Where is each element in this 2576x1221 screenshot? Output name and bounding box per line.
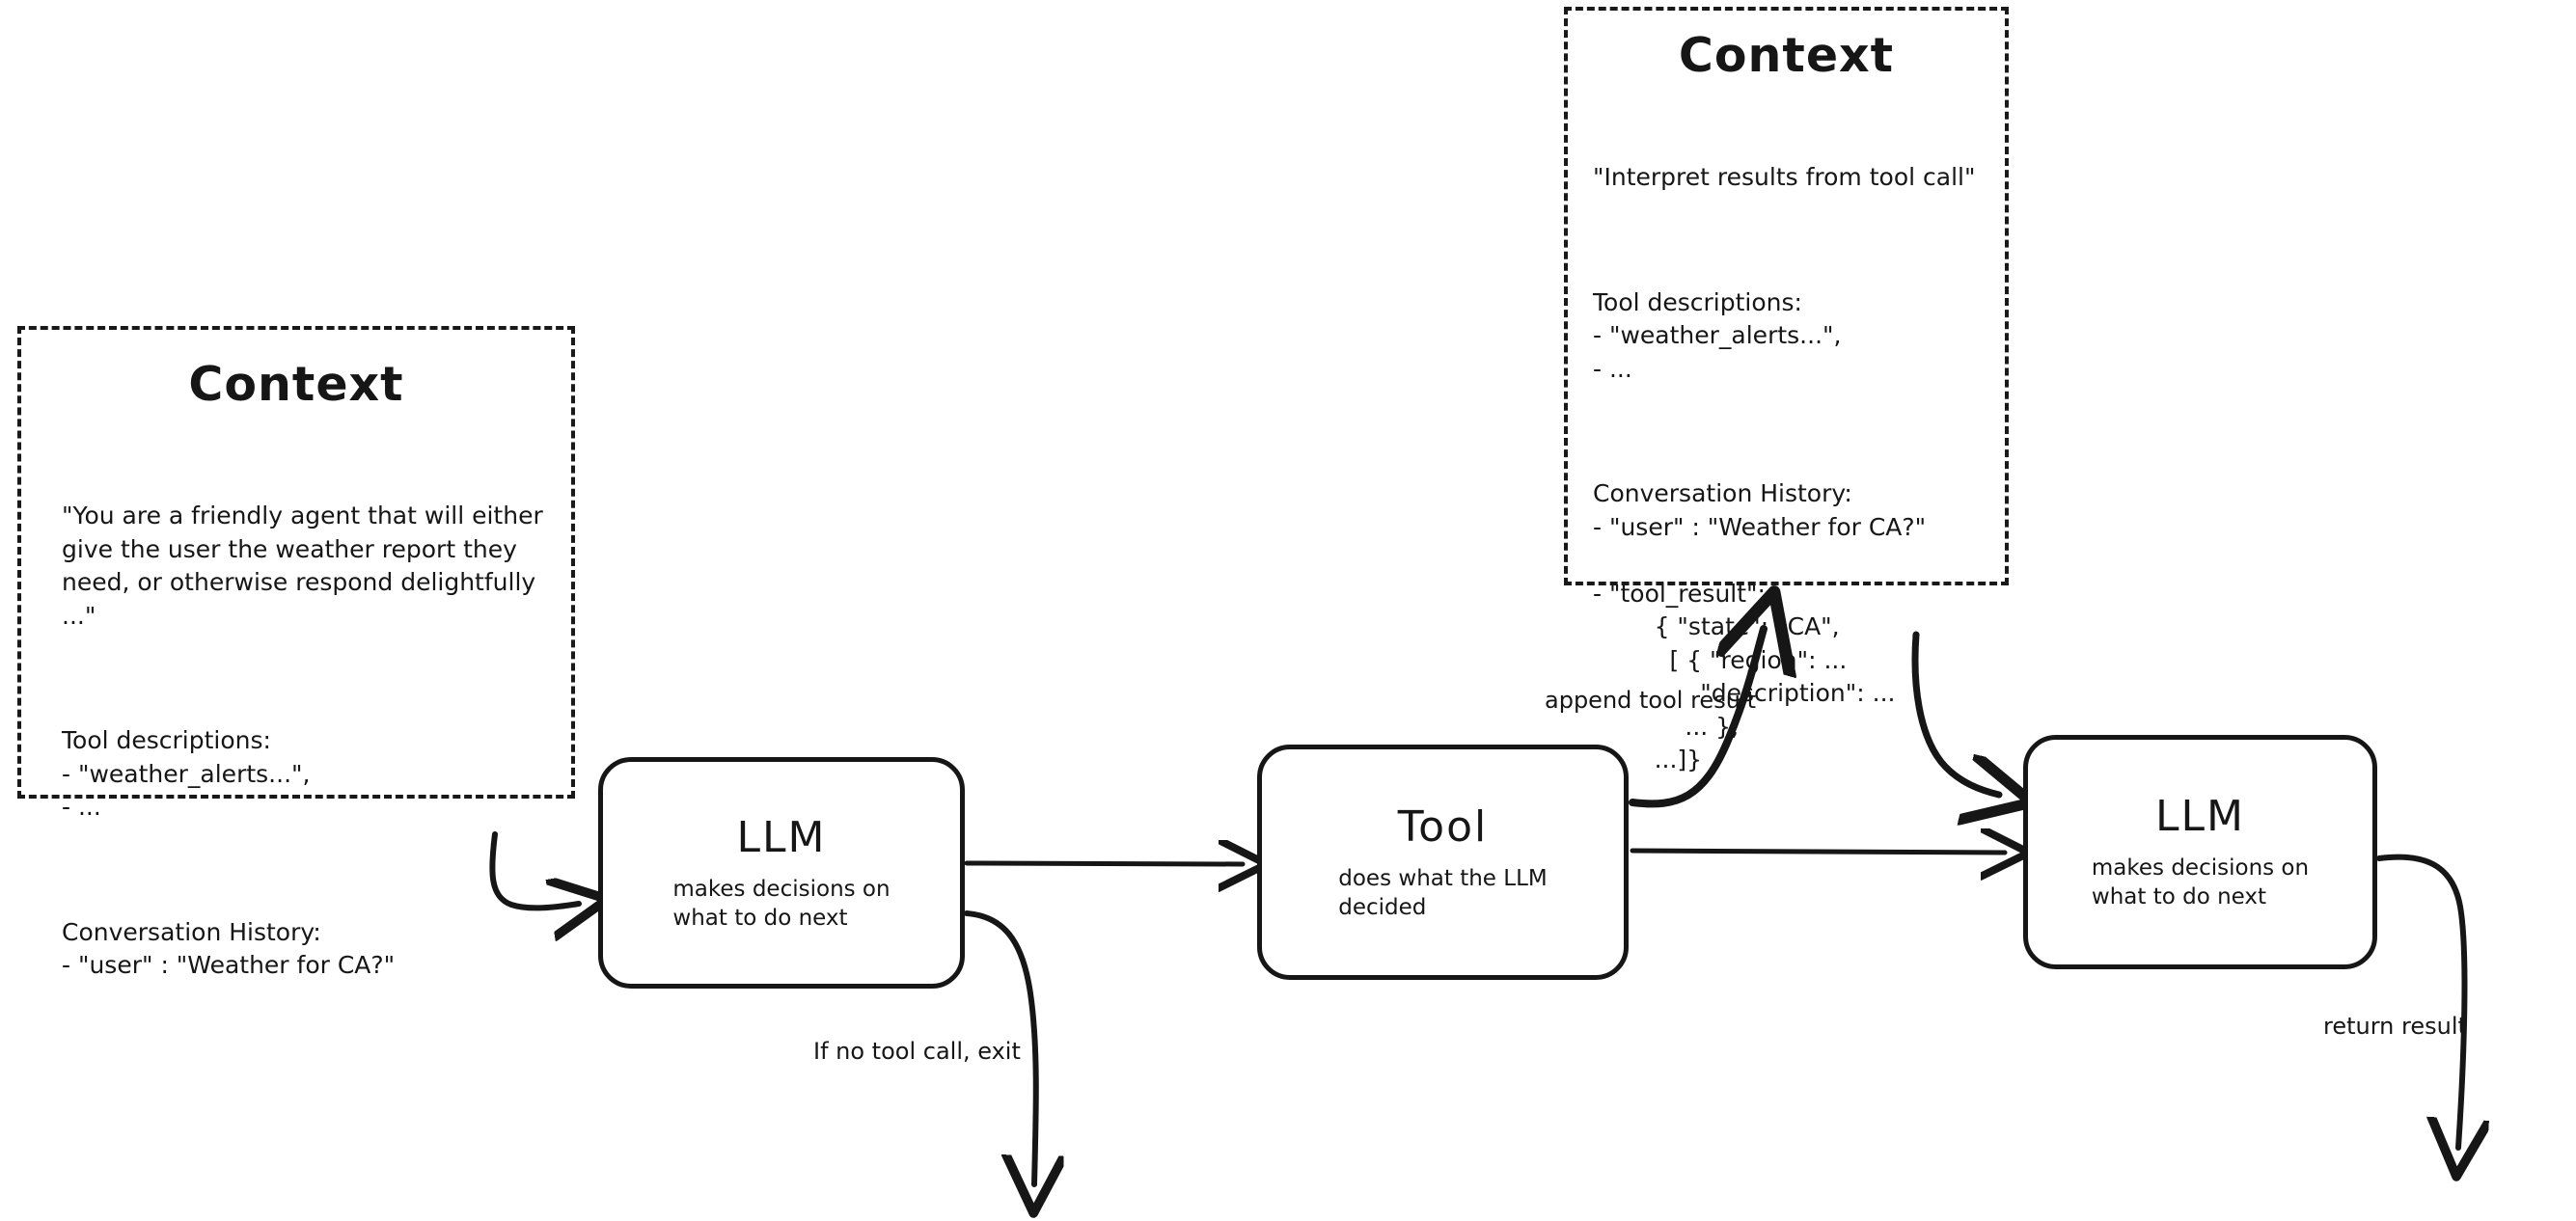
context-left-title: Context: [188, 357, 404, 412]
arrow-llm1-exit: [964, 910, 1036, 1184]
arrow-context-to-llm2: [1911, 631, 1999, 795]
arrow-tool-to-llm2: [1630, 851, 2005, 853]
node-tool-subtitle: does what the LLM decided: [1338, 865, 1548, 920]
node-tool-title: Tool: [1397, 801, 1489, 852]
context-left-tool-descriptions-heading: Tool descriptions:: [62, 726, 271, 754]
context-right-tool-descriptions: Tool descriptions: - "weather_alerts...",…: [1593, 286, 1987, 387]
context-right-system-prompt: "Interpret results from tool call": [1593, 163, 1976, 191]
context-right-body: "Interpret results from tool call" Tool …: [1585, 95, 1987, 844]
context-right-title: Context: [1678, 28, 1895, 83]
context-right-conversation-user: - "user" : "Weather for CA?": [1593, 512, 1927, 541]
context-right-conversation-tool-result: - "tool_result": { "state": "CA", [ { "r…: [1593, 579, 1896, 774]
context-box-left: Context "You are a friendly agent that w…: [17, 326, 575, 979]
arrow-tool-to-context: [1629, 629, 1764, 808]
context-left-body: "You are a friendly agent that will eith…: [46, 433, 546, 1049]
node-llm-2-title: LLM: [2155, 792, 2245, 842]
context-right-conversation: Conversation History: - "user" : "Weather…: [1593, 477, 1987, 777]
node-llm-1-subtitle: makes decisions on what to do next: [672, 876, 891, 931]
node-llm-1[interactable]: LLM makes decisions on what to do next: [598, 757, 965, 989]
context-right-tool-descriptions-items: - "weather_alerts...", - ...: [1593, 321, 1842, 383]
node-llm-2-subtitle: makes decisions on what to do next: [2091, 855, 2310, 909]
node-llm-1-title: LLM: [736, 812, 827, 862]
edge-label-if-no-tool-call-exit: If no tool call, exit: [813, 1038, 1021, 1065]
context-left-tool-descriptions: Tool descriptions: - "weather_alerts...",…: [62, 724, 546, 825]
arrow-llm1-to-tool: [964, 863, 1243, 864]
arrow-context-to-llm1: [489, 831, 579, 908]
edge-label-append-tool-result: append tool result: [1545, 687, 1756, 714]
node-llm-2[interactable]: LLM makes decisions on what to do next: [2023, 735, 2377, 969]
context-right-tool-descriptions-heading: Tool descriptions:: [1593, 287, 1802, 316]
context-left-system-prompt: "You are a friendly agent that will eith…: [62, 502, 551, 630]
context-left-conversation: Conversation History: - "user" : "Weather…: [62, 916, 546, 983]
arrow-llm2-return: [2376, 854, 2464, 1148]
context-left-tool-descriptions-items: - "weather_alerts...", - ...: [62, 759, 311, 822]
node-tool[interactable]: Tool does what the LLM decided: [1257, 745, 1629, 980]
context-left-conversation-heading: Conversation History:: [62, 917, 321, 946]
context-left-conversation-items: - "user" : "Weather for CA?": [62, 951, 396, 979]
context-box-right: Context "Interpret results from tool cal…: [1564, 7, 2009, 773]
edge-label-return-result: return result: [2323, 1013, 2467, 1040]
context-right-conversation-heading: Conversation History:: [1593, 479, 1852, 507]
